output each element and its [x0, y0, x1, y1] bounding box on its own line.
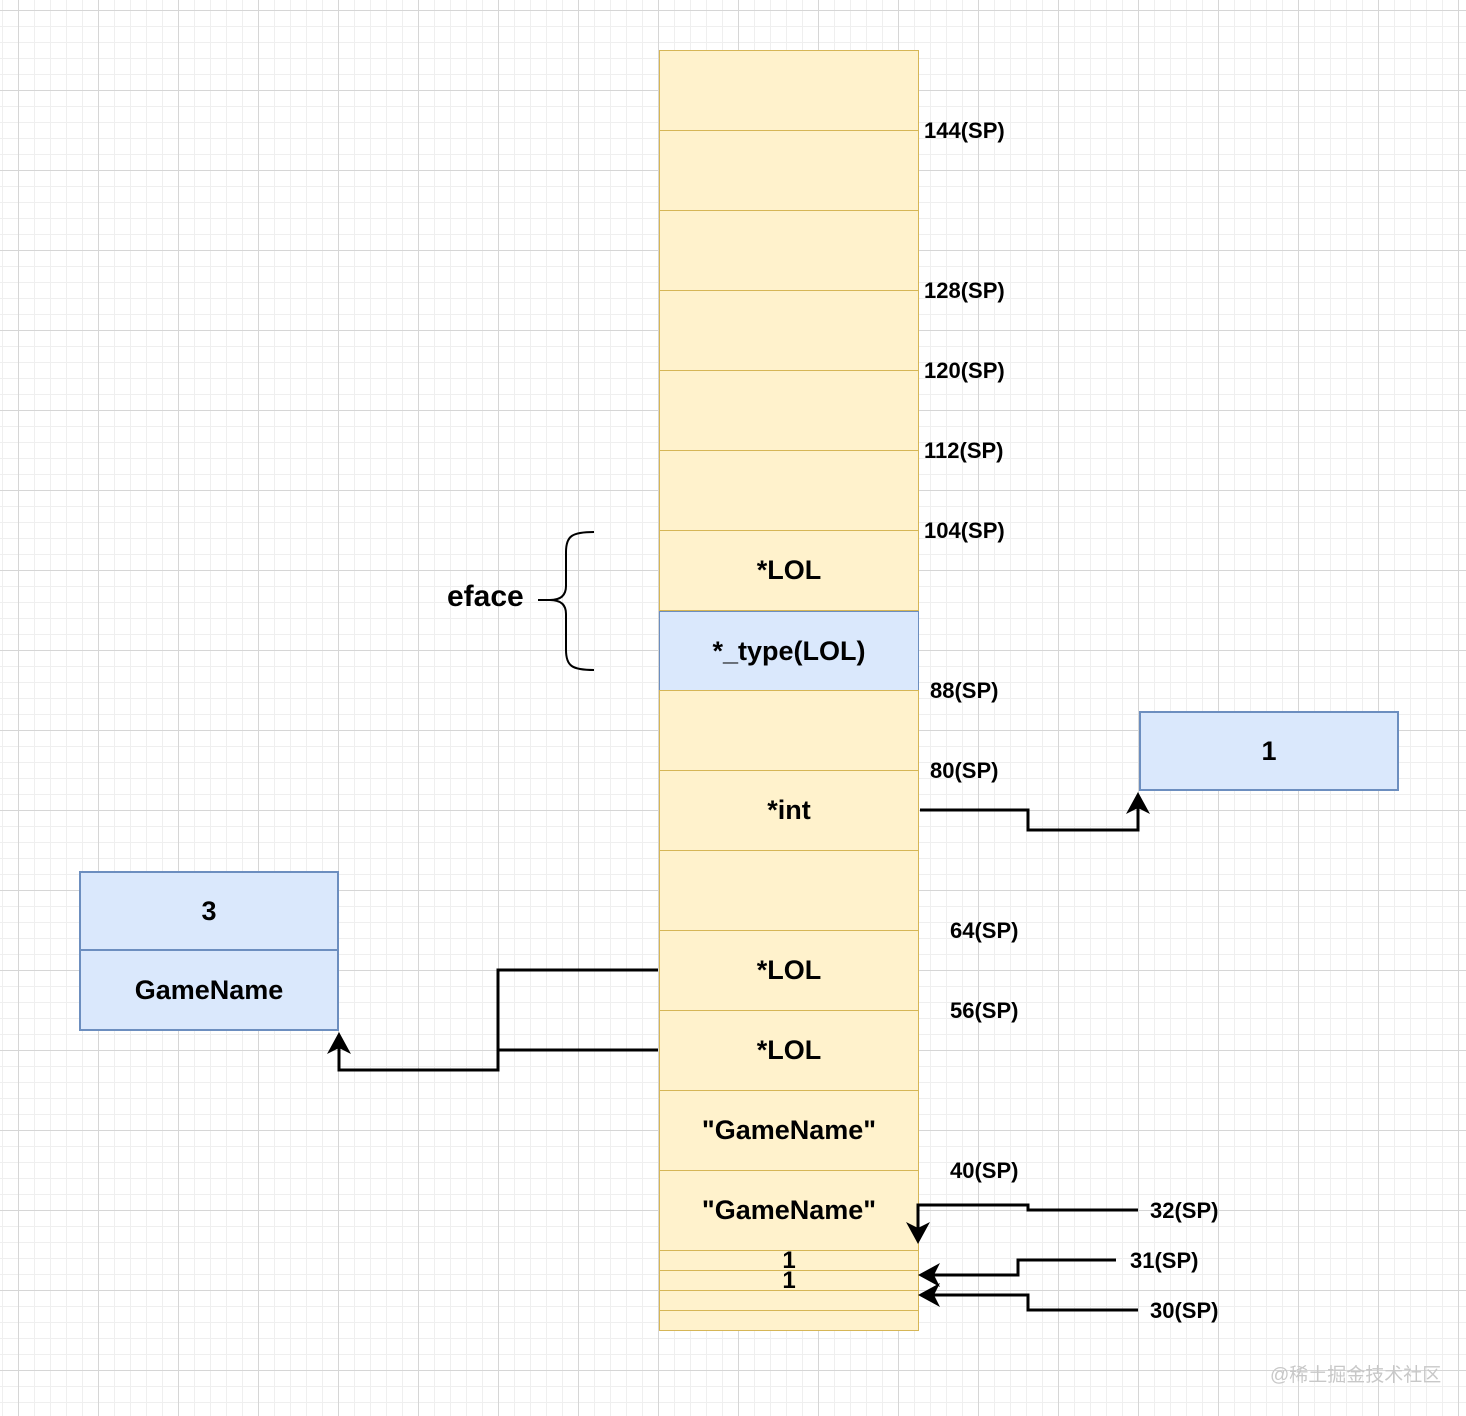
stack-cell-int-ptr: *int	[659, 770, 919, 851]
offset32-arrow	[916, 1203, 1138, 1232]
cell-text: 1	[782, 1246, 796, 1274]
cell-text: *_type(LOL)	[712, 635, 866, 666]
struct-field-text: GameName	[134, 974, 284, 1005]
offset-label: 30(SP)	[1150, 1298, 1219, 1323]
offset-label: 144(SP)	[924, 118, 1005, 143]
cell-text: "GameName"	[701, 1195, 877, 1225]
offset-label: 64(SP)	[950, 918, 1019, 943]
offset-label: 120(SP)	[924, 358, 1005, 383]
stack-cell-empty	[659, 370, 919, 451]
offset-label: 88(SP)	[930, 678, 999, 703]
offset31-arrow	[930, 1258, 1116, 1277]
cell-text: *LOL	[756, 955, 822, 985]
struct-len-text: 3	[201, 895, 217, 926]
offset-label: 32(SP)	[1150, 1198, 1219, 1223]
stack-cell-lol-ptr: *LOL	[659, 530, 919, 611]
stack-cell-empty	[659, 210, 919, 291]
offset-label: 104(SP)	[924, 518, 1005, 543]
offset-label: 56(SP)	[950, 998, 1019, 1023]
arrowhead	[918, 1263, 940, 1287]
offset-label: 112(SP)	[924, 438, 1004, 463]
int-value-box: 1	[1139, 711, 1399, 791]
arrowhead	[1126, 792, 1150, 814]
arrowhead	[918, 1283, 940, 1307]
cell-text: *LOL	[756, 555, 822, 585]
watermark: @稀土掘金技术社区	[1270, 1365, 1442, 1386]
arrowhead	[906, 1222, 930, 1244]
stack-cell-empty	[659, 450, 919, 531]
arrowhead	[327, 1032, 351, 1054]
cell-text: *LOL	[756, 1035, 822, 1065]
lol-pointer-line	[496, 968, 658, 1050]
stack-cell-empty	[659, 290, 919, 371]
cell-text: *int	[767, 795, 811, 825]
cell-text: "GameName"	[701, 1115, 877, 1145]
int-pointer-arrow	[920, 802, 1140, 832]
stack-cell-gamename-str: "GameName"	[659, 1090, 919, 1171]
stack-cell-empty	[659, 50, 919, 131]
stack-cell-byte	[659, 1310, 919, 1331]
struct-field-box: GameName	[79, 949, 339, 1031]
eface-brace	[549, 531, 595, 671]
offset-label: 31(SP)	[1130, 1248, 1199, 1273]
stack-cell-empty	[659, 690, 919, 771]
stack-cell-gamename-str: "GameName"	[659, 1170, 919, 1251]
stack-cell-type-ptr: *_type(LOL)	[659, 611, 919, 691]
stack-cell-lol-ptr: *LOL	[659, 1010, 919, 1091]
offset-label: 40(SP)	[950, 1158, 1019, 1183]
offset-label: 80(SP)	[930, 758, 999, 783]
cell-text: 1	[782, 1266, 796, 1294]
eface-label: eface	[447, 580, 524, 613]
offset30-arrow	[930, 1293, 1138, 1312]
int-value-text: 1	[1261, 735, 1277, 766]
lol-pointer-arrow	[337, 1042, 658, 1072]
stack-cell-empty	[659, 850, 919, 931]
offset-label: 128(SP)	[924, 278, 1005, 303]
